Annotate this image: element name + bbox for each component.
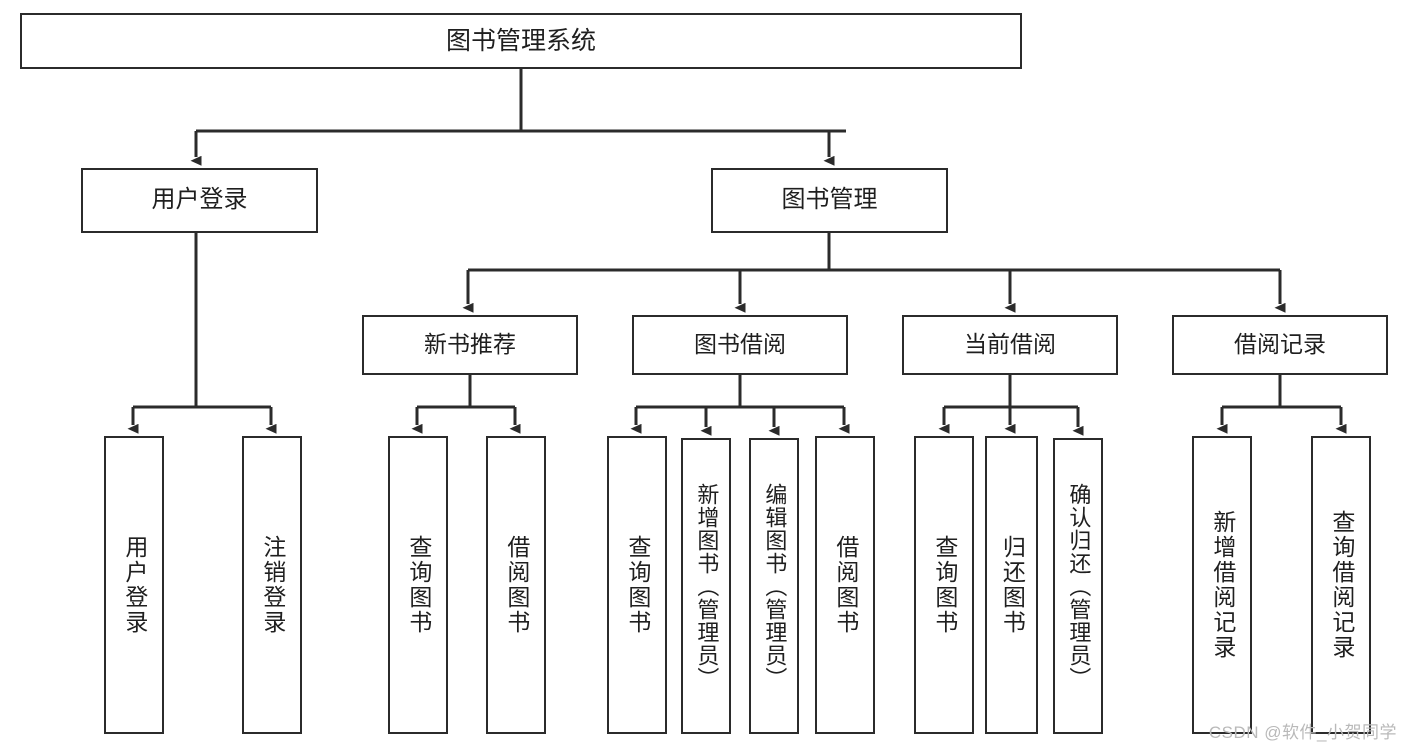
- leaf-query-book-2[interactable]: 查询图书: [607, 436, 667, 734]
- node-label: 新增借阅记录: [1209, 510, 1236, 660]
- node-label: 查询图书: [405, 535, 432, 635]
- node-label: 注销登录: [259, 535, 286, 635]
- node-book-management[interactable]: 图书管理: [711, 168, 948, 233]
- node-borrow-record[interactable]: 借阅记录: [1172, 315, 1388, 375]
- leaf-add-book-admin[interactable]: 新增图书（管理员）: [681, 438, 731, 734]
- node-label: 图书借阅: [694, 331, 786, 358]
- node-label: 确认归还（管理员）: [1066, 482, 1092, 690]
- leaf-borrow-book-1[interactable]: 借阅图书: [486, 436, 546, 734]
- leaf-user-login[interactable]: 用户登录: [104, 436, 164, 734]
- node-label: 新书推荐: [424, 331, 516, 358]
- node-label: 借阅记录: [1234, 331, 1326, 358]
- node-label: 查询图书: [931, 535, 958, 635]
- leaf-edit-book-admin[interactable]: 编辑图书（管理员）: [749, 438, 799, 734]
- node-new-book-recommend[interactable]: 新书推荐: [362, 315, 578, 375]
- leaf-query-book-3[interactable]: 查询图书: [914, 436, 974, 734]
- leaf-add-borrow-record[interactable]: 新增借阅记录: [1192, 436, 1252, 734]
- node-label: 用户登录: [121, 535, 148, 635]
- node-label: 图书管理: [781, 186, 878, 214]
- node-label: 用户登录: [151, 186, 248, 214]
- leaf-confirm-return-admin[interactable]: 确认归还（管理员）: [1053, 438, 1103, 734]
- leaf-query-book-1[interactable]: 查询图书: [388, 436, 448, 734]
- node-book-management-system[interactable]: 图书管理系统: [20, 13, 1022, 69]
- node-label: 查询图书: [624, 535, 651, 635]
- node-current-borrow[interactable]: 当前借阅: [902, 315, 1118, 375]
- node-label: 图书管理系统: [445, 27, 596, 55]
- node-label: 新增图书（管理员）: [694, 482, 720, 690]
- watermark-text: CSDN @软件_小贺同学: [1208, 723, 1397, 742]
- node-book-borrow[interactable]: 图书借阅: [632, 315, 848, 375]
- node-user-login[interactable]: 用户登录: [81, 168, 318, 233]
- leaf-logout-login[interactable]: 注销登录: [242, 436, 302, 734]
- node-label: 查询借阅记录: [1328, 510, 1355, 660]
- node-label: 归还图书: [999, 535, 1026, 635]
- node-label: 当前借阅: [964, 331, 1056, 358]
- node-label: 借阅图书: [503, 535, 530, 635]
- node-label: 编辑图书（管理员）: [762, 482, 788, 690]
- node-label: 借阅图书: [832, 535, 859, 635]
- leaf-query-borrow-record[interactable]: 查询借阅记录: [1311, 436, 1371, 734]
- leaf-borrow-book-2[interactable]: 借阅图书: [815, 436, 875, 734]
- leaf-return-book[interactable]: 归还图书: [985, 436, 1038, 734]
